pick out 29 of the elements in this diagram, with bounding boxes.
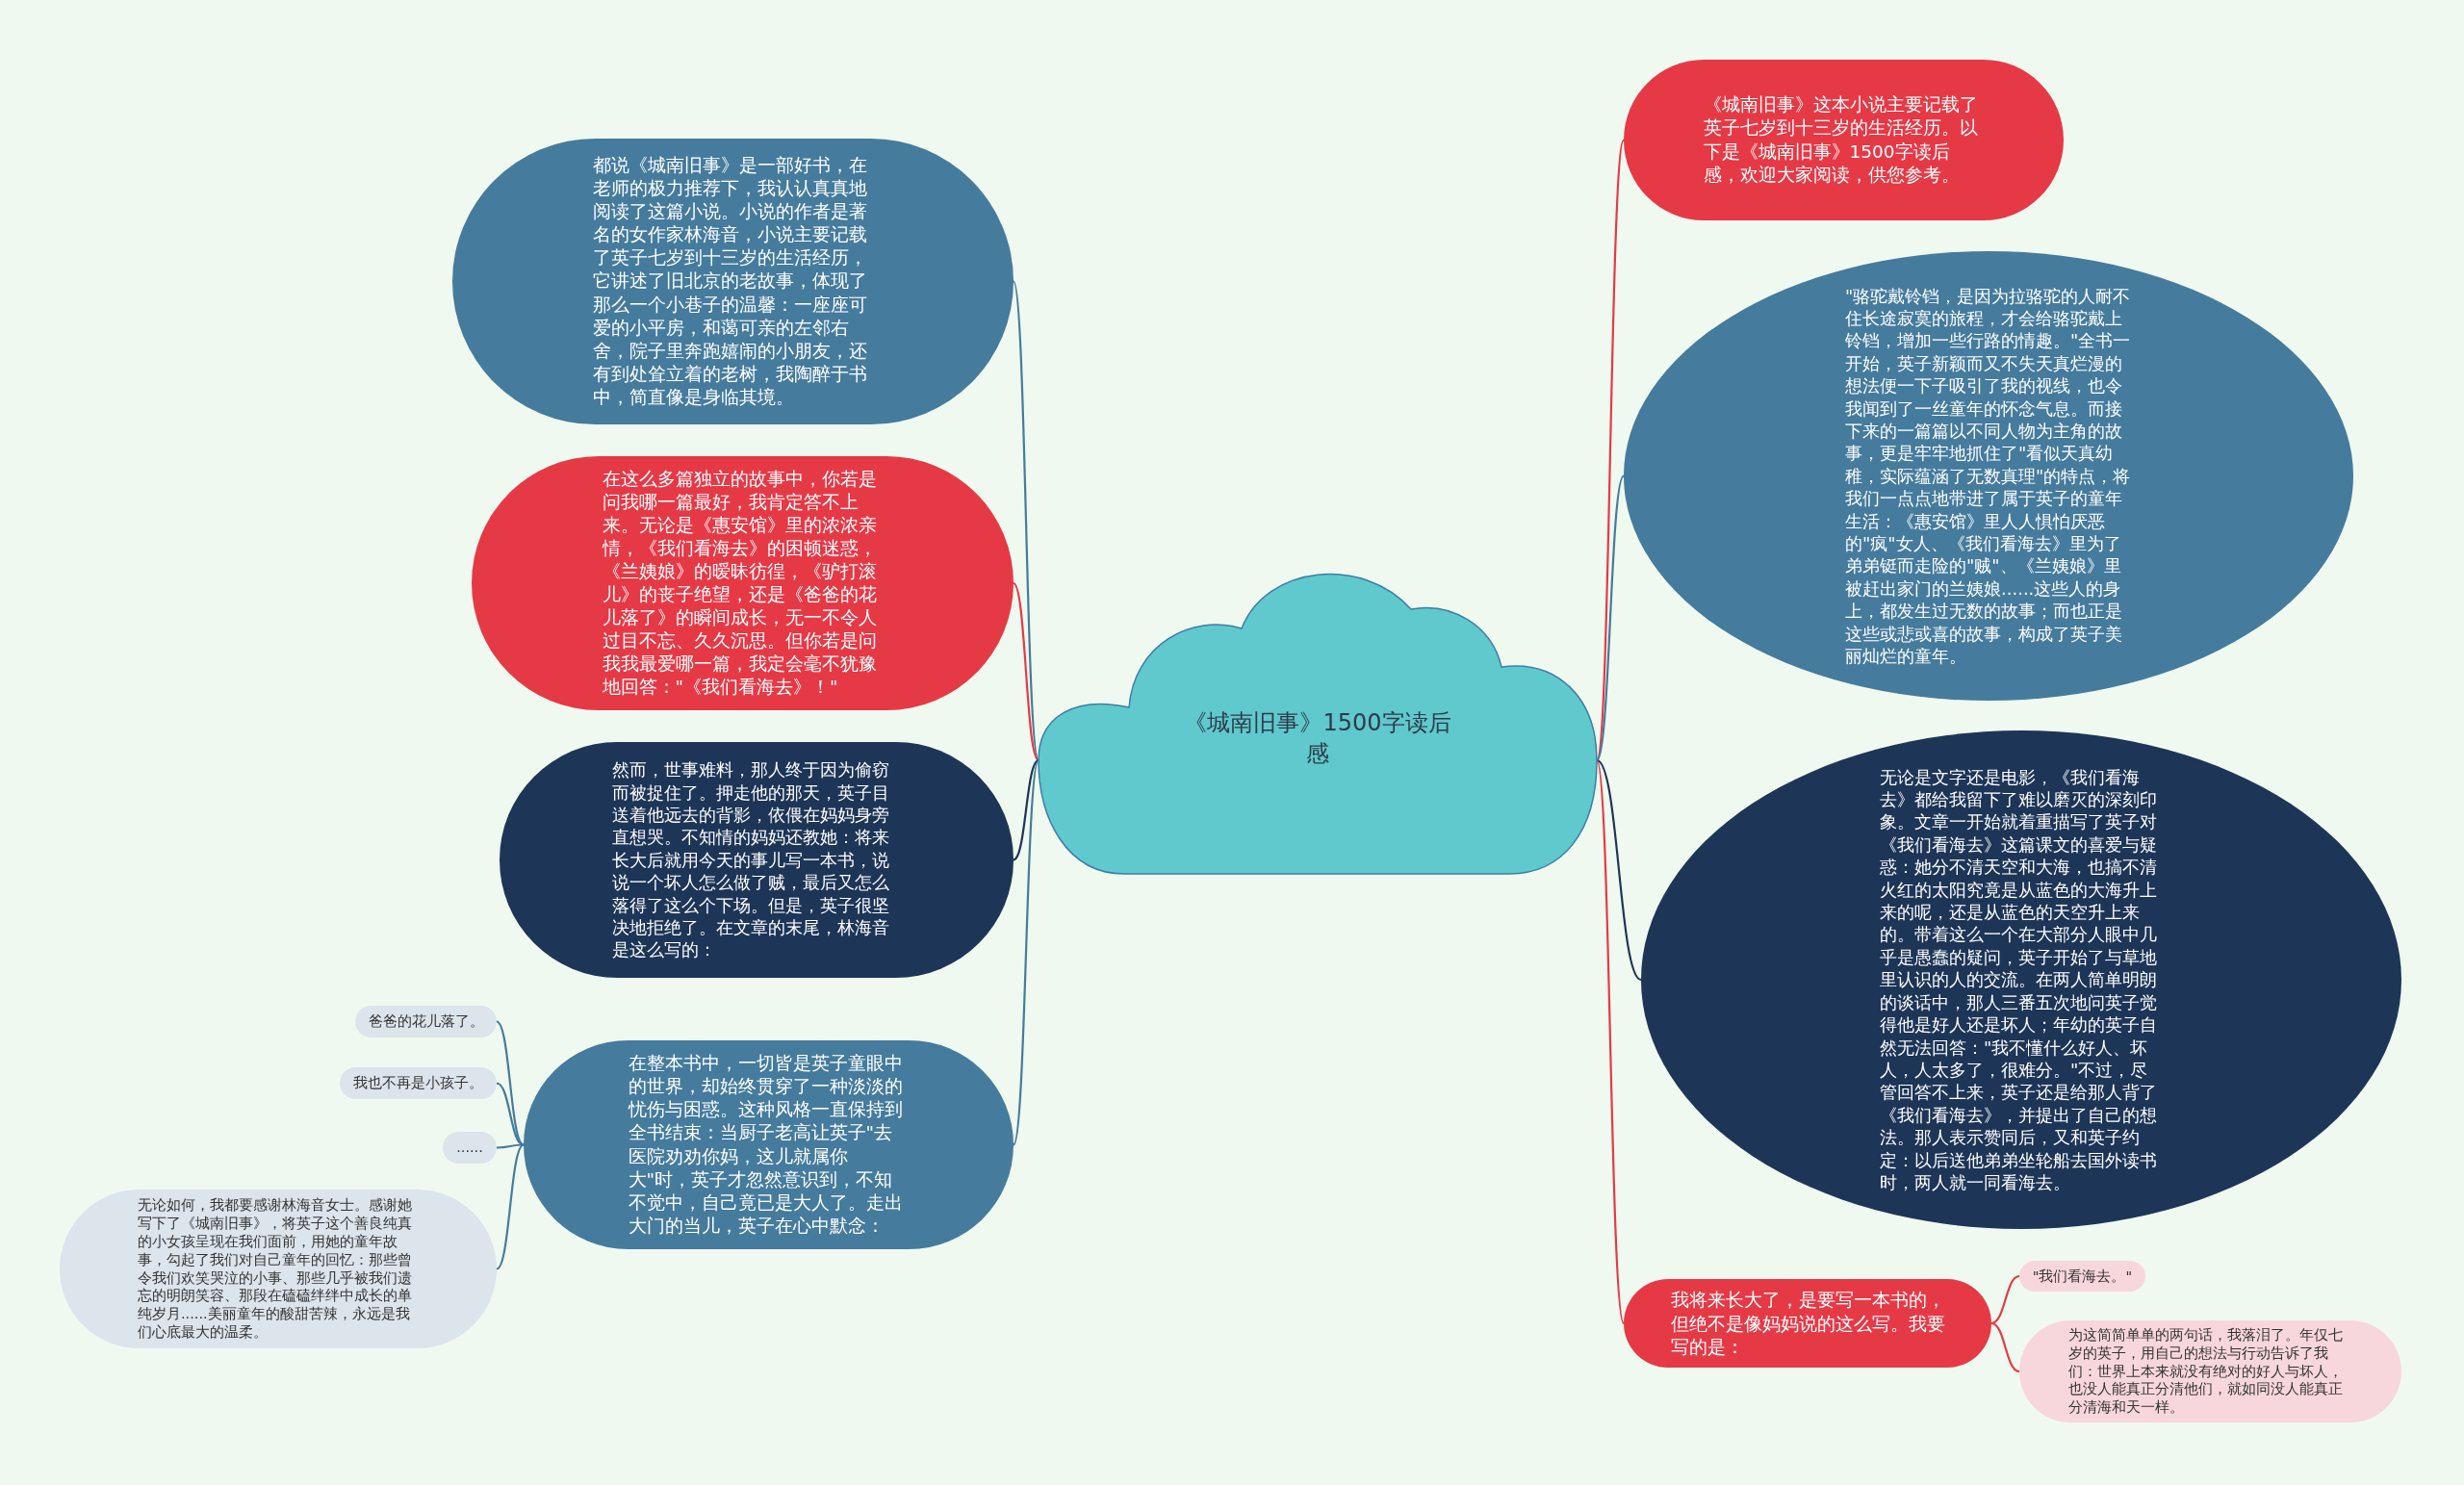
- paragraph-text: 在整本书中，一切皆是英子童眼中的世界，却始终贯穿了一种淡淡的忧伤与困惑。这种风格一直保持到全书结束：当厨子老高让英子"去医院劝劝你妈，这儿就属你大"时，英子才忽然意识到，不知不觉中，自己竟已是大人了。走出大门的当儿，英子在心中默念：: [628, 1052, 904, 1238]
- connector: [1596, 474, 1625, 761]
- leaf-bubble: [355, 1006, 497, 1037]
- connector: [497, 1143, 524, 1149]
- connector: [496, 1143, 525, 1270]
- title-text: 《城南旧事》1500字读后感: [1183, 708, 1452, 769]
- paragraph-text: 我也不再是小孩子。: [353, 1074, 483, 1092]
- paragraph-text: 在这么多篇独立的故事中，你若是问我哪一篇最好，我肯定答不上来。无论是《惠安馆》里的浓浓亲情，《我们看海去》的困顿迷惑，《兰姨娘》的暧昧彷徨，《驴打滚儿》的丧子绝望，还是《爸爸的花儿落了》的瞬间成长，无一不令人过目不忘、久久沉思。但你若是问我我最爱哪一篇，我定会毫不犹豫地回答："《我们看海去》！": [602, 467, 878, 700]
- paragraph-text: "骆驼戴铃铛，是因为拉骆驼的人耐不住长途寂寞的旅程，才会给骆驼戴上铃铛，增加一些行路的情趣。"全书一开始，英子新颖而又不失天真烂漫的想法便一下子吸引了我的视线，也令我闻到了一丝童年的怀念气息。而接下来的一篇篇以不同人物为主角的故事，更是牢牢地抓住了"看似天真幼稚，实际蕴涵了无数真理"的特点，将我们一点点地带进了属于英子的童年生活：《惠安馆》里人人惧怕厌恶的"疯"女人、《我们看海去》里为了弟弟铤而走险的"贼"、《兰姨娘》里被赶出家门的兰姨娘......这些人的身上，都发生过无数的故事；而也正是这些或悲或喜的故事，构成了英子美丽灿烂的童年。: [1845, 284, 2132, 668]
- paragraph-text: 都说《城南旧事》是一部好书，在老师的极力推荐下，我认认真真地阅读了这篇小说。小说的作者是著名的女作家林海音，小说主要记载了英子七岁到十三岁的生活经历，它讲述了旧北京的老故事，体现了那么一个小巷子的温馨：一座座可爱的小平房，和蔼可亲的左邻右舍，院子里奔跑嬉闹的小朋友，还有到处耸立着的老树，我陶醉于书中，简直像是身临其境。: [592, 154, 868, 409]
- paragraph-text: 爸爸的花儿落了。: [368, 1012, 484, 1031]
- paragraph-text: 为这简简单单的两句话，我落泪了。年仅七岁的英子，用自己的想法与行动告诉了我们：世界上本来就没有绝对的好人与坏人，也没人能真正分清他们，就如同没人能真正分清海和天一样。: [2067, 1325, 2344, 1418]
- paragraph-text: 我将来长大了，是要写一本书的，但绝不是像妈妈说的这么写。我要写的是：: [1670, 1287, 1945, 1360]
- connector: [1990, 1274, 2020, 1325]
- paragraph-text: 然而，世事难料，那人终于因为偷窃而被捉住了。押走他的那天，英子目送着他远去的背影，依偎在妈妈身旁直想哭。不知情的妈妈还教她：将来长大后就用今天的事儿写一本书，说说一个坏人怎么做了贼，最后又怎么落得了这么个下场。但是，英子很坚决地拒绝了。在文章的末尾，林海音是这么写的：: [612, 758, 890, 961]
- leaf-bubble: [443, 1132, 497, 1164]
- paragraph-text: 无论如何，我都要感谢林海音女士。感谢她写下了《城南旧事》，将英子这个善良纯真的小女孩呈现在我们面前，用她的童年故事，勾起了我们对自己童年的回忆：那些曾令我们欢笑哭泣的小事、那些几乎被我们遗忘的明朗笑容、那段在磕磕绊绊中成长的单纯岁月......美丽童年的酸甜苦辣，永远是我们心底最大的温柔。: [138, 1196, 413, 1342]
- connector: [1596, 759, 1642, 981]
- connector: [1013, 759, 1040, 861]
- leaf-bubble: [340, 1067, 497, 1099]
- paragraph-text: 无论是文字还是电影，《我们看海去》都给我留下了难以磨灭的深刻印象。文章一开始就着重描写了英子对《我们看海去》这篇课文的喜爱与疑惑：她分不清天空和大海，也搞不清火红的太阳究竟是从蓝色的大海升上来的呢，还是从蓝色的天空升上来的。带着这么一个在大部分人眼中几乎是愚蠢的疑问，英子开始了与草地里认识的人的交流。在两人简单明朗的谈话中，那人三番五次地问英子觉得他是好人还是坏人；年幼的英子自然无法回答："我不懂什么好人、坏人，人太多了，很难分。"不过，尽管回答不上来，英子还是给那人背了《我们看海去》，并提出了自己的想法。那人表示赞同后，又和英子约定：以后送他弟弟坐轮船去国外读书时，两人就一同看海去。: [1880, 765, 2158, 1194]
- paragraph-text: ......: [456, 1139, 483, 1157]
- paragraph-text: 《城南旧事》这本小说主要记载了英子七岁到十三岁的生活经历。以下是《城南旧事》1500字读后感，欢迎大家阅读，供您参考。: [1703, 93, 1979, 187]
- connector: [1013, 582, 1040, 761]
- connector: [1990, 1321, 2020, 1373]
- paragraph-text: "我们看海去。": [2032, 1267, 2133, 1286]
- connector: [496, 1082, 525, 1146]
- leaf-bubble: [2019, 1261, 2145, 1292]
- topic-bubble: [1624, 1279, 1991, 1368]
